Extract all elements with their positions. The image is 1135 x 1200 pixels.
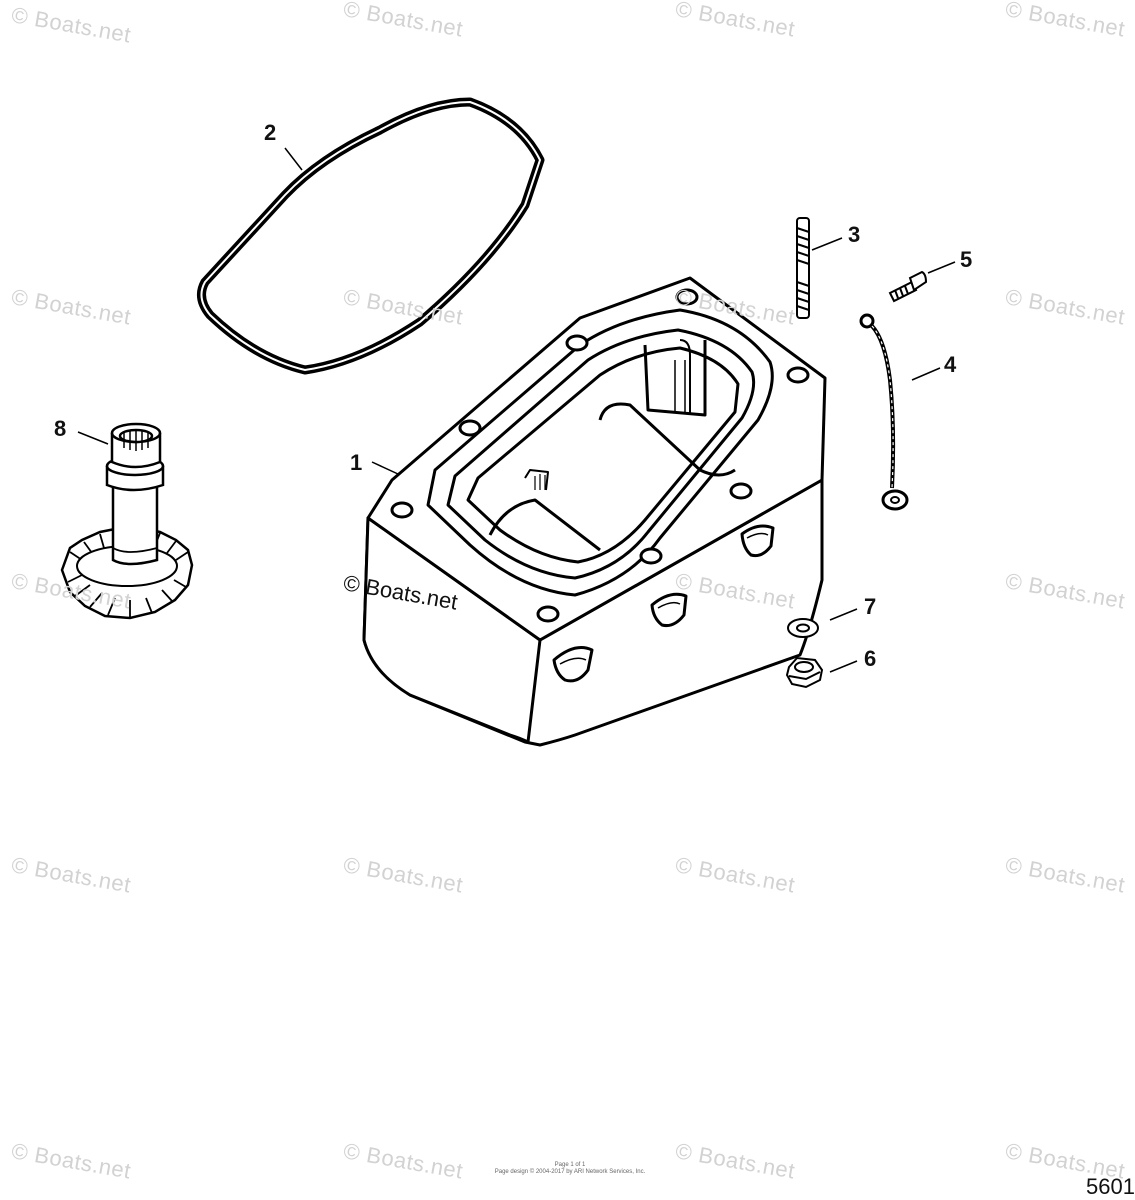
leader-line-8 xyxy=(77,431,109,445)
footer-copyright: Page design © 2004-2017 by ARI Network S… xyxy=(494,1169,646,1175)
callout-8: 8 xyxy=(54,416,66,441)
callout-4: 4 xyxy=(944,352,957,377)
callout-6: 6 xyxy=(864,646,876,671)
callout-1: 1 xyxy=(350,450,362,475)
leader-line-6 xyxy=(829,660,858,673)
leader-line-5 xyxy=(927,261,956,274)
housing-part-1[interactable] xyxy=(362,276,827,747)
washer-part-7[interactable] xyxy=(787,618,819,638)
gasket-part-2[interactable] xyxy=(196,97,545,375)
footer-page-number: Page 1 of 1 xyxy=(554,1162,586,1168)
leader-line-4 xyxy=(911,367,941,381)
nut-part-6[interactable] xyxy=(785,656,824,689)
leader-line-1 xyxy=(371,461,399,475)
stud-part-3[interactable] xyxy=(796,217,810,319)
gear-part-8[interactable] xyxy=(60,422,194,620)
callout-2: 2 xyxy=(264,120,276,145)
callout-7: 7 xyxy=(864,594,876,619)
screw-part-5[interactable] xyxy=(888,270,928,303)
leader-line-2 xyxy=(284,147,303,171)
leader-line-3 xyxy=(811,237,843,251)
callout-5: 5 xyxy=(960,247,972,272)
figure-id: 5601 xyxy=(1086,1174,1135,1199)
ground-wire-part-4[interactable] xyxy=(859,313,909,511)
callout-3: 3 xyxy=(848,222,860,247)
leader-line-7 xyxy=(829,608,858,621)
